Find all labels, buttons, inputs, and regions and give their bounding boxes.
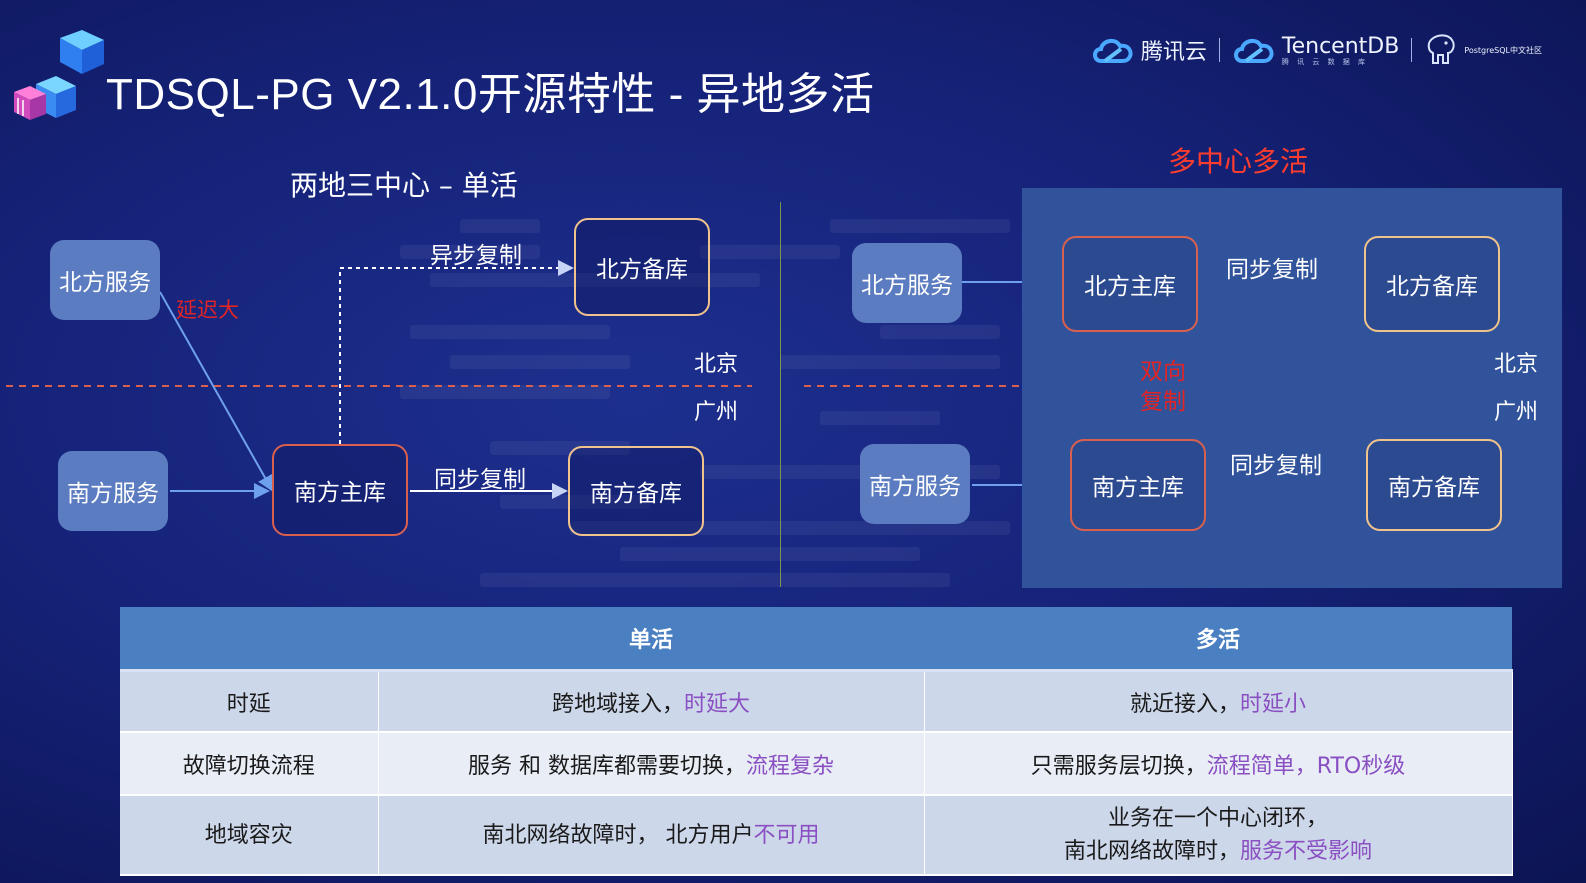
brand-divider: [1218, 38, 1220, 62]
brand-label: 腾讯云: [1140, 40, 1207, 65]
table-row: 时延 跨地域接入，时延大 就近接入，时延小: [120, 670, 1513, 733]
south-primary-db[interactable]: 南方主库: [1070, 439, 1206, 531]
single-cell: 跨地域接入，时延大: [378, 670, 925, 733]
row-label: 时延: [120, 670, 379, 733]
cell-text: 服务 和 数据库都需要切换，: [467, 753, 746, 779]
cell-highlight: 不可用: [753, 822, 820, 848]
cell-highlight-rto: RTO秒级: [1316, 753, 1406, 779]
region-beijing-label: 北京: [1494, 352, 1539, 377]
table-row: 地域容灾 南北网络故障时， 北方用户不可用 业务在一个中心闭环， 南北网络故障时，…: [120, 795, 1513, 876]
brand-label: TencentDB 腾 讯 云 数 据 库: [1282, 34, 1399, 67]
cell-text-line1: 业务在一个中心闭环，: [1107, 806, 1328, 831]
multi-cell: 就近接入，时延小: [924, 670, 1513, 733]
table-header-cell: 多活: [924, 607, 1512, 672]
cell-highlight: 时延小: [1240, 691, 1307, 717]
single-cell: 南北网络故障时， 北方用户不可用: [378, 795, 925, 876]
table-header-row: 单活 多活: [120, 607, 1512, 672]
cell-highlight: 时延大: [684, 691, 751, 717]
south-primary-db[interactable]: 南方主库: [272, 444, 408, 536]
comparison-table: 单活 多活 时延 跨地域接入，时延大 就近接入，时延小 故障切换流程 服务 和 …: [120, 607, 1513, 876]
brand-divider: [1411, 38, 1413, 62]
sync-replication-label-north: 同步复制: [1226, 257, 1318, 283]
cloud-icon: [1233, 38, 1274, 63]
page-title: TDSQL-PG V2.1.0开源特性 - 异地多活: [106, 70, 875, 119]
multi-cell: 只需服务层切换，流程简单，RTO秒级: [924, 732, 1513, 796]
cell-text: 只需服务层切换，: [1030, 753, 1207, 779]
row-label: 故障切换流程: [120, 732, 379, 796]
sync-replication-label: 同步复制: [434, 467, 526, 493]
cell-highlight: 流程复杂: [745, 753, 834, 779]
single-cell: 服务 和 数据库都需要切换，流程复杂: [378, 732, 925, 796]
cloud-icon: [1092, 38, 1133, 63]
sync-replication-label-south: 同步复制: [1230, 453, 1322, 479]
cell-text: 南北网络故障时，: [1063, 839, 1240, 864]
brand-label: PostgreSQL中文社区: [1464, 45, 1542, 55]
region-guangzhou-label: 广州: [694, 400, 739, 425]
region-guangzhou-label: 广州: [1494, 400, 1539, 425]
north-backup-db[interactable]: 北方备库: [1364, 236, 1500, 332]
north-service-box[interactable]: 北方服务: [50, 240, 160, 320]
async-replication-label: 异步复制: [430, 243, 522, 269]
table-header-cell: [120, 607, 378, 672]
brand-sub: 腾 讯 云 数 据 库: [1281, 57, 1369, 66]
cell-highlight: 服务不受影响: [1240, 839, 1373, 864]
north-service-box[interactable]: 北方服务: [852, 243, 962, 323]
south-service-box[interactable]: 南方服务: [58, 451, 168, 531]
brand-name: TencentDB: [1281, 33, 1400, 59]
north-backup-db[interactable]: 北方备库: [574, 218, 710, 316]
single-active-title: 两地三中心 – 单活: [290, 169, 518, 202]
cube-logo-icon: [14, 30, 104, 120]
table-header-cell: 单活: [378, 607, 924, 672]
brand-postgresql: PostgreSQL中文社区: [1424, 33, 1542, 67]
cell-text: 跨地域接入，: [551, 691, 684, 717]
cell-highlight: 流程简单，: [1206, 753, 1317, 779]
cell-text: 就近接入，: [1129, 691, 1240, 717]
south-service-box[interactable]: 南方服务: [860, 444, 970, 524]
bidirectional-label-line2: 复制: [1140, 389, 1186, 415]
bidirectional-label-line1: 双向: [1140, 359, 1186, 385]
cell-text: 南北网络故障时， 北方用户: [482, 822, 754, 848]
multi-cell: 业务在一个中心闭环， 南北网络故障时，服务不受影响: [924, 795, 1513, 876]
south-backup-db[interactable]: 南方备库: [568, 446, 704, 536]
row-label: 地域容灾: [120, 795, 379, 876]
north-primary-db[interactable]: 北方主库: [1062, 236, 1198, 332]
south-backup-db[interactable]: 南方备库: [1366, 439, 1502, 531]
code-watermark: [400, 219, 1010, 587]
table-row: 故障切换流程 服务 和 数据库都需要切换，流程复杂 只需服务层切换，流程简单，R…: [120, 732, 1513, 796]
multi-active-title: 多中心多活: [1168, 145, 1309, 178]
brand-tencent-cloud: 腾讯云: [1091, 34, 1207, 66]
vertical-divider: [780, 202, 781, 587]
elephant-icon: [1428, 34, 1455, 64]
brand-tencentdb: TencentDB 腾 讯 云 数 据 库: [1232, 34, 1399, 67]
region-beijing-label: 北京: [694, 352, 739, 377]
brand-bar: 腾讯云 TencentDB 腾 讯 云 数 据 库 PostgreSQL中文社区: [1091, 30, 1542, 70]
latency-label: 延迟大: [176, 298, 239, 322]
